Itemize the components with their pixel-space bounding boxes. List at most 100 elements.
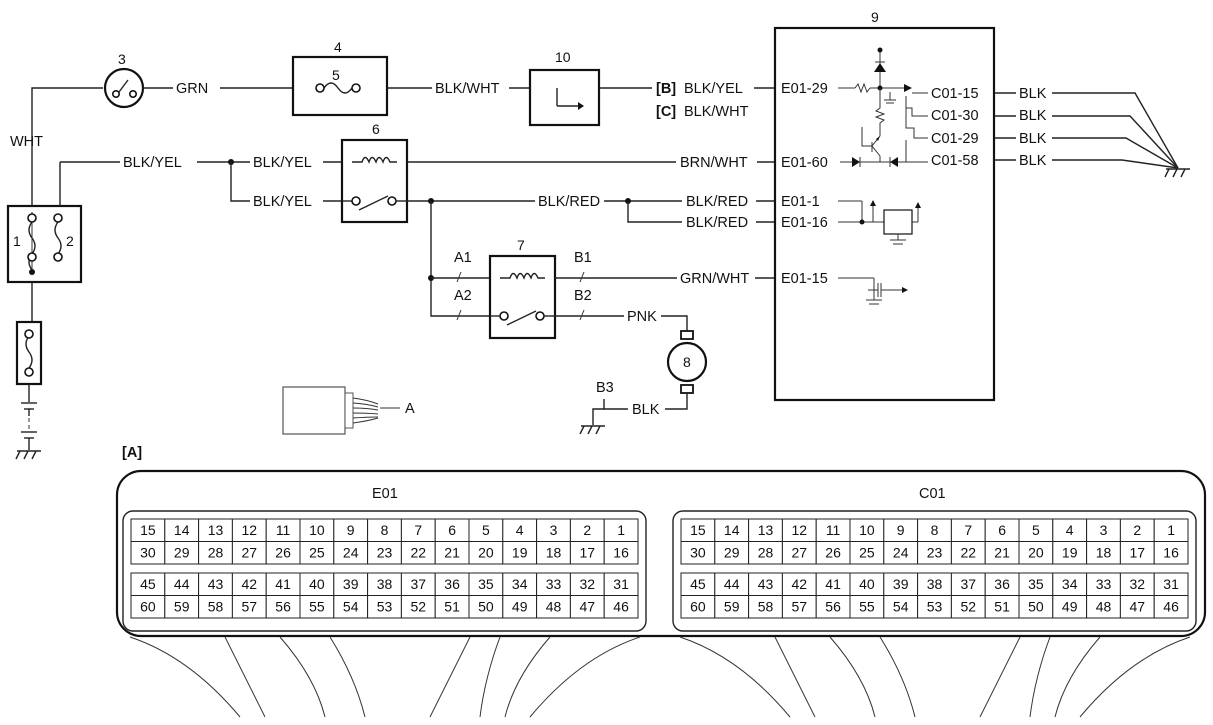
connector-pin-label: 2 [1133, 522, 1141, 538]
connector-pin-label: 42 [242, 576, 258, 592]
connector-pin-label: 15 [690, 522, 706, 538]
connector-pin-label: 37 [411, 576, 427, 592]
b-wire-label: BLK/YEL [684, 81, 743, 97]
connector-pin-label: 19 [1062, 545, 1078, 561]
connector-pin-label: 1 [1167, 522, 1175, 538]
wire-label-blk-red-e01-1: BLK/RED [686, 194, 748, 210]
connector-pin-label: 48 [546, 599, 562, 615]
connector-pin-label: 30 [140, 545, 156, 561]
c-wire-label: BLK/WHT [684, 104, 749, 120]
wire-label-brn-wht: BRN/WHT [680, 155, 748, 171]
connector-pin-label: 11 [276, 522, 291, 538]
connector-pin-label: 53 [927, 599, 943, 615]
connector-pin-label: 31 [1163, 576, 1179, 592]
connector-pin-label: 51 [444, 599, 460, 615]
connector-pin-label: 34 [512, 576, 528, 592]
module-10: 10 [528, 49, 601, 127]
connector-pin-label: 47 [1130, 599, 1146, 615]
connector-pin-label: 6 [998, 522, 1006, 538]
connector-pin-label: 59 [724, 599, 740, 615]
connector-pin-label: 18 [546, 545, 562, 561]
connector-pin-label: 10 [309, 522, 325, 538]
terminal-e01-29: E01-29 [781, 81, 828, 97]
connector-pin-cell [603, 595, 639, 619]
internal-circuit [838, 277, 908, 305]
connector-pin-label: 17 [580, 545, 596, 561]
connector-pin-label: 3 [1100, 522, 1108, 538]
connector-callout-a: A [405, 401, 415, 417]
connector-pin-label: 44 [724, 576, 740, 592]
connector-pin-label: 29 [724, 545, 740, 561]
connector-pin-label: 16 [613, 545, 629, 561]
wire-label-blk-yel-main: BLK/YEL [123, 155, 182, 171]
connector-pin-label: 46 [613, 599, 629, 615]
connector-pin-label: 9 [897, 522, 905, 538]
ground-icon [1164, 168, 1190, 178]
wire-label-blk-motor: BLK [632, 402, 660, 418]
connector-pin-label: 54 [343, 599, 359, 615]
connector-pin-label: 30 [690, 545, 706, 561]
connector-pin-label: 20 [1028, 545, 1044, 561]
wire-label-pnk: PNK [627, 309, 657, 325]
main-fuse [15, 282, 43, 402]
relay7-terminal-a1: A1 [454, 250, 472, 266]
wire-label-blk-wht: BLK/WHT [435, 81, 500, 97]
connector-pin-label: 33 [546, 576, 562, 592]
connector-frame [122, 510, 647, 632]
component-10-label: 10 [555, 49, 571, 65]
wire-label-c01-29: BLK [1019, 131, 1047, 147]
connector-pin-label: 26 [275, 545, 291, 561]
connector-pin-label: 55 [859, 599, 875, 615]
connector-pin-label: 40 [309, 576, 325, 592]
connector-pin-label: 60 [140, 599, 156, 615]
connector-pin-label: 5 [1032, 522, 1040, 538]
wire-label-c01-30: BLK [1019, 108, 1047, 124]
wire-label-grn-wht: GRN/WHT [680, 271, 749, 287]
connector-pin-label: 24 [343, 545, 359, 561]
connector-pin-label: 22 [411, 545, 427, 561]
connector-pin-label: 38 [927, 576, 943, 592]
connector-pin-label: 4 [516, 522, 524, 538]
connector-pin-label: 35 [1028, 576, 1044, 592]
connector-pin-label: 54 [893, 599, 909, 615]
connector-pin-label: 28 [758, 545, 774, 561]
connector-pin-label: 40 [859, 576, 875, 592]
connector-pin-label: 14 [724, 522, 740, 538]
connector-pin-label: 12 [792, 522, 808, 538]
connector-pin-label: 46 [1163, 599, 1179, 615]
connector-pin-label: 51 [994, 599, 1010, 615]
connector-e01-label: E01 [372, 486, 398, 502]
connector-pin-label: 27 [242, 545, 258, 561]
connector-pin-label: 48 [1096, 599, 1112, 615]
connector-pin-label: 58 [208, 599, 224, 615]
connector-pin-label: 50 [478, 599, 494, 615]
connector-pin-cell [1153, 541, 1189, 565]
c-tag: [C] [656, 104, 676, 120]
fuse-block: 1 2 [6, 204, 83, 284]
connector-pin-label: 24 [893, 545, 909, 561]
component-5-label: 5 [332, 67, 340, 83]
ground-icon [15, 450, 41, 460]
connector-pin-label: 32 [1130, 576, 1146, 592]
connector-pin-label: 7 [964, 522, 972, 538]
terminal-e01-60: E01-60 [781, 155, 828, 171]
connector-pin-label: 59 [174, 599, 190, 615]
connector-pin-label: 52 [961, 599, 977, 615]
wire-label-blk-red-e01-16: BLK/RED [686, 215, 748, 231]
connector-pin-label: 16 [1163, 545, 1179, 561]
connector-pin-label: 19 [512, 545, 528, 561]
connector-pin-label: 31 [613, 576, 629, 592]
connector-pin-label: 58 [758, 599, 774, 615]
connector-pin-label: 25 [309, 545, 325, 561]
connector-pin-label: 35 [478, 576, 494, 592]
connector-section-title: [A] [122, 445, 142, 461]
wire-label-wht: WHT [10, 134, 43, 150]
connector-illustration [282, 386, 379, 435]
connector-pin-label: 3 [550, 522, 558, 538]
connector-pin-label: 8 [931, 522, 939, 538]
component-8-label: 8 [683, 354, 691, 370]
relay-7: 7 [488, 237, 557, 340]
connector-pin-label: 23 [927, 545, 943, 561]
ground-b3-label: B3 [596, 380, 614, 396]
